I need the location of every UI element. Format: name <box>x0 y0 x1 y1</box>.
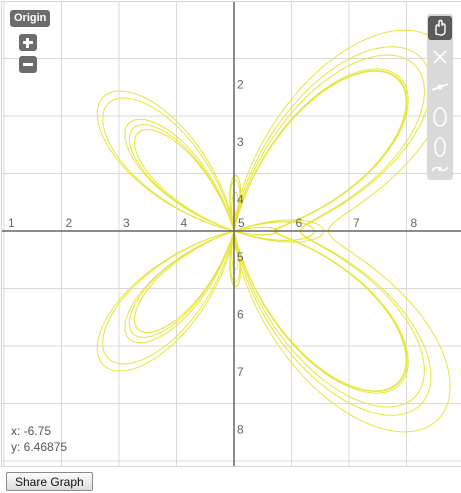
pan-tool-button[interactable] <box>428 16 452 40</box>
tick-labels: 1234567823456789 <box>8 78 418 437</box>
cursor-x: x: -6.75 <box>11 424 52 438</box>
wave-icon <box>431 166 449 172</box>
y-tick-label: 6 <box>237 308 244 322</box>
x-icon <box>433 50 447 64</box>
x-tick-label: 3 <box>123 216 130 230</box>
plot-svg[interactable]: 1234567823456789 <box>2 2 461 466</box>
x-tick-label: 5 <box>238 216 245 230</box>
hand-icon <box>435 19 446 36</box>
zoom-out-button[interactable] <box>19 56 37 73</box>
point-line-icon <box>431 83 449 91</box>
cursor-y: y: 6.46875 <box>11 440 68 454</box>
axes <box>2 2 461 466</box>
y-tick-label: 3 <box>237 135 244 149</box>
y-tick-label: 4 <box>237 193 244 207</box>
ellipse-tool-button[interactable] <box>428 105 452 129</box>
tool-palette <box>427 14 453 180</box>
x-tick-label: 7 <box>353 216 360 230</box>
origin-button[interactable]: Origin <box>10 10 51 27</box>
ellipse-icon <box>433 107 447 127</box>
x-tick-label: 2 <box>66 216 73 230</box>
x-tick-label: 8 <box>411 216 418 230</box>
graph-canvas[interactable]: 1234567823456789 Origin <box>1 1 461 467</box>
x-tick-label: 6 <box>296 216 303 230</box>
y-tick-label: 2 <box>237 78 244 92</box>
x-tick-label: 4 <box>181 216 188 230</box>
cursor-readout: x: -6.75 y: 6.46875 <box>11 423 67 455</box>
minus-icon <box>23 63 33 66</box>
delete-tool-button[interactable] <box>428 45 452 69</box>
y-tick-label: 7 <box>237 365 244 379</box>
wave-tool-button[interactable] <box>428 157 452 181</box>
y-tick-label: 8 <box>237 423 244 437</box>
zoom-in-button[interactable] <box>19 34 37 51</box>
y-tick-label: 5 <box>237 250 244 264</box>
plus-icon-bar <box>26 38 29 48</box>
curve-tool-button[interactable] <box>428 135 452 159</box>
share-graph-button[interactable]: Share Graph <box>6 472 93 491</box>
point-tool-button[interactable] <box>428 75 452 99</box>
x-tick-label: 1 <box>8 216 15 230</box>
grid-lines <box>2 2 461 466</box>
curve-icon <box>434 137 446 157</box>
